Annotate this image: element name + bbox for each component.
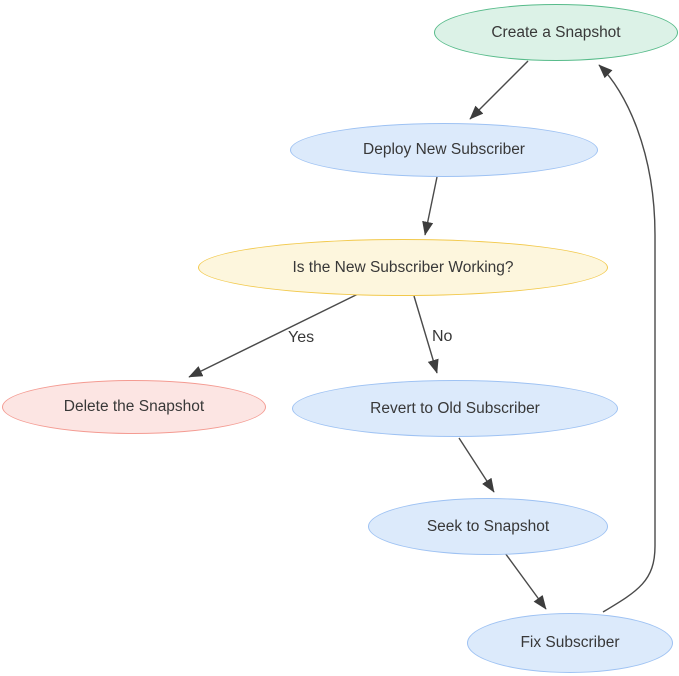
edge-revert-to-seek [458, 437, 495, 493]
edge-working-to-delete [188, 292, 361, 378]
node-delete-snapshot-label: Delete the Snapshot [63, 398, 205, 415]
edge-label-no: No [432, 328, 453, 345]
node-revert-old-subscriber-label: Revert to Old Subscriber [370, 399, 540, 417]
node-is-subscriber-working-label: Is the New Subscriber Working? [292, 258, 514, 276]
edge-label-yes: Yes [288, 329, 315, 346]
node-fix-subscriber: Fix Subscriber [467, 613, 673, 673]
node-create-snapshot-label: Create a Snapshot [491, 23, 621, 41]
edge-fix-to-create [598, 64, 656, 613]
node-revert-old-subscriber: Revert to Old Subscriber [292, 380, 618, 437]
edge-deploy-to-working [422, 176, 438, 236]
node-seek-to-snapshot: Seek to Snapshot [368, 498, 608, 555]
edge-create-to-deploy [469, 60, 529, 120]
edge-working-to-revert [413, 295, 439, 374]
node-deploy-new-subscriber-label: Deploy New Subscriber [363, 141, 525, 158]
node-fix-subscriber-label: Fix Subscriber [520, 634, 620, 651]
node-delete-snapshot: Delete the Snapshot [2, 380, 266, 434]
node-is-subscriber-working: Is the New Subscriber Working? [198, 239, 608, 296]
edge-seek-to-fix [504, 552, 547, 610]
node-create-snapshot: Create a Snapshot [434, 4, 678, 61]
node-deploy-new-subscriber: Deploy New Subscriber [290, 123, 598, 177]
node-seek-to-snapshot-label: Seek to Snapshot [426, 517, 550, 535]
